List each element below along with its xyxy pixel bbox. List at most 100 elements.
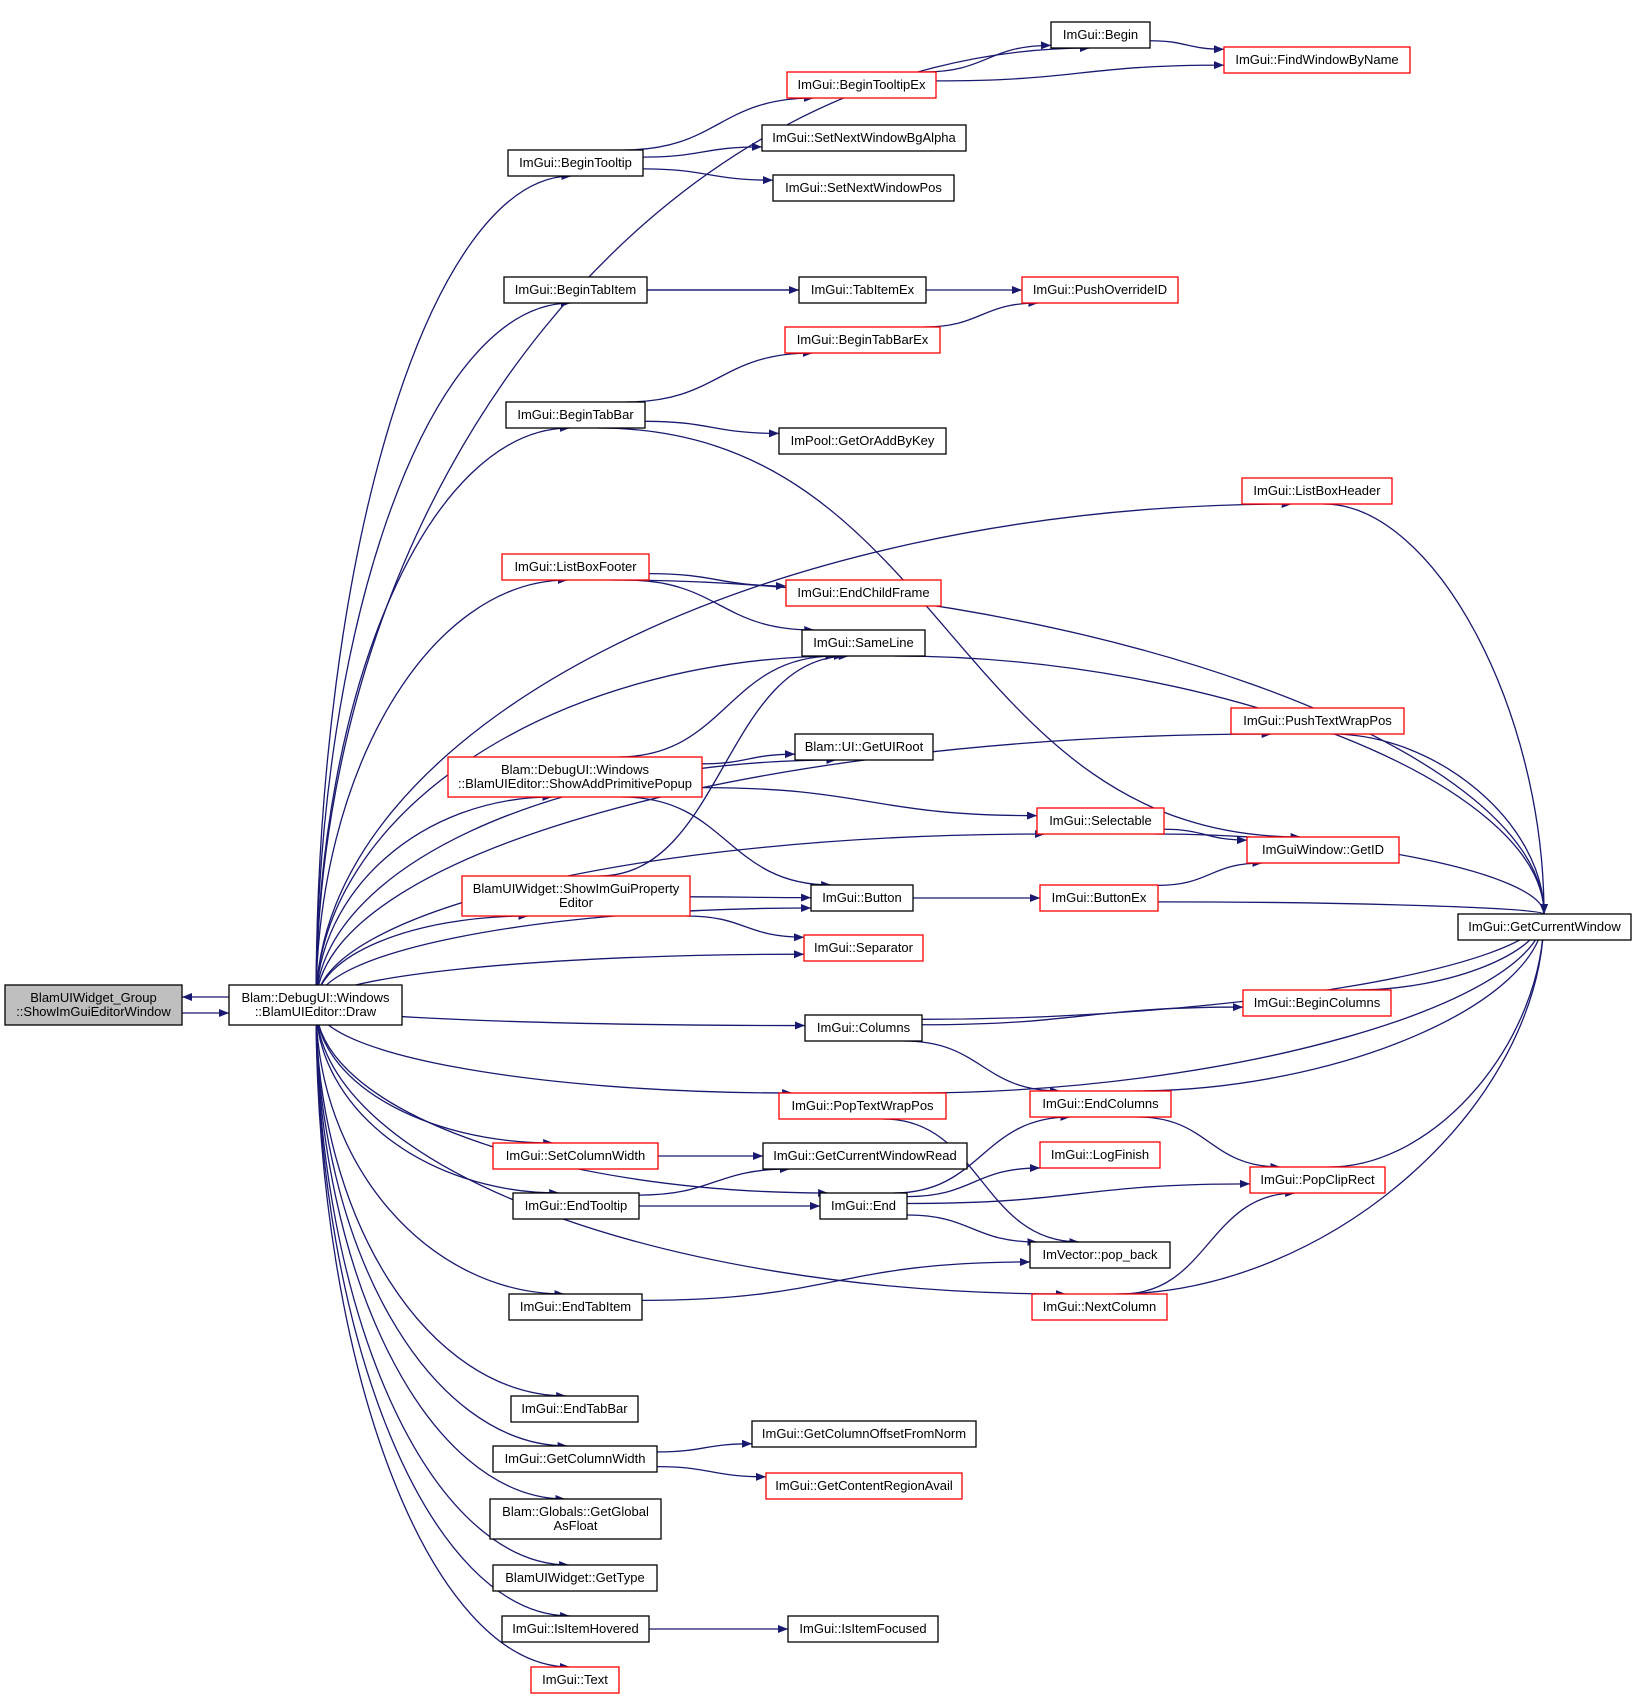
node-box (772, 174, 955, 202)
node-endchildframe[interactable]: ImGui::EndChildFrame (785, 579, 942, 607)
node-endtabitem[interactable]: ImGui::EndTabItem (508, 1293, 643, 1321)
node-columns[interactable]: ImGui::Columns (804, 1014, 923, 1042)
node-getid[interactable]: ImGuiWindow::GetID (1246, 836, 1400, 864)
node-popcliprect[interactable]: ImGui::PopClipRect (1249, 1166, 1386, 1194)
node-pushtextwrap[interactable]: ImGui::PushTextWrapPos (1230, 707, 1405, 735)
node-label: ImGui::ListBoxFooter (514, 559, 637, 574)
node-tabitemex[interactable]: ImGui::TabItemEx (798, 276, 927, 304)
node-endcolumns[interactable]: ImGui::EndColumns (1029, 1090, 1172, 1118)
node-label: BlamUIWidget::ShowImGuiProperty (473, 881, 680, 896)
node-endtooltip[interactable]: ImGui::EndTooltip (512, 1192, 640, 1220)
node-box (1230, 707, 1405, 735)
edge-draw-to-endtabbar (315, 1004, 567, 1400)
node-box (501, 1615, 650, 1643)
node-setcolwidth[interactable]: ImGui::SetColumnWidth (492, 1142, 659, 1170)
node-showaddprim[interactable]: Blam::DebugUI::Windows::BlamUIEditor::Sh… (447, 756, 703, 798)
node-poptextwrap[interactable]: ImGui::PopTextWrapPos (778, 1092, 947, 1120)
node-buttonex[interactable]: ImGui::ButtonEx (1039, 884, 1159, 912)
node-box (503, 276, 648, 304)
node-logfinish[interactable]: ImGui::LogFinish (1039, 1141, 1161, 1169)
edge-end-to-popcliprect (906, 1179, 1251, 1205)
node-getuiroot[interactable]: Blam::UI::GetUIRoot (794, 733, 934, 761)
node-begintooltipex[interactable]: ImGui::BeginTooltipEx (786, 71, 937, 99)
node-box (787, 1615, 939, 1643)
node-label: ImGui::BeginTooltip (519, 155, 632, 170)
node-label: ImGui::BeginTabBar (517, 407, 634, 422)
node-setbgalpha[interactable]: ImGui::SetNextWindowBgAlpha (761, 124, 967, 152)
node-box (1050, 21, 1151, 49)
node-isitemfocused[interactable]: ImGui::IsItemFocused (787, 1615, 939, 1643)
node-label: ImPool::GetOrAddByKey (791, 433, 935, 448)
node-sameline[interactable]: ImGui::SameLine (801, 629, 926, 657)
node-box (492, 1564, 658, 1592)
node-label: ::BlamUIEditor::ShowAddPrimitivePopup (458, 776, 692, 791)
node-box (1457, 913, 1632, 941)
node-gettype[interactable]: BlamUIWidget::GetType (492, 1564, 658, 1592)
node-label: ImGui::Selectable (1049, 813, 1152, 828)
node-box (785, 579, 942, 607)
edge-showaddprim-to-sameline (618, 652, 836, 758)
node-box (507, 149, 644, 177)
node-getcurwinread[interactable]: ImGui::GetCurrentWindowRead (762, 1142, 968, 1170)
node-box (492, 1142, 659, 1170)
node-getcolwidth[interactable]: ImGui::GetColumnWidth (492, 1445, 658, 1473)
node-box (778, 1092, 947, 1120)
node-box (447, 756, 703, 798)
node-label: ImVector::pop_back (1043, 1247, 1158, 1262)
edge-listboxfooter-to-sameline (624, 579, 815, 634)
node-label: ImGui::PushTextWrapPos (1243, 713, 1392, 728)
node-box (810, 884, 914, 912)
node-box (761, 124, 967, 152)
node-begintooltip[interactable]: ImGui::BeginTooltip (507, 149, 644, 177)
edge-draw-to-begintabbar (315, 424, 570, 1006)
node-label: ImGui::Separator (814, 940, 914, 955)
node-separator[interactable]: ImGui::Separator (803, 934, 924, 962)
node-box (762, 1142, 968, 1170)
node-getcoloffset[interactable]: ImGui::GetColumnOffsetFromNorm (751, 1420, 977, 1448)
node-selectable[interactable]: ImGui::Selectable (1036, 807, 1165, 835)
node-begintabbarex[interactable]: ImGui::BeginTabBarEx (784, 326, 941, 354)
node-label: ImGui::End (831, 1198, 896, 1213)
node-setnextpos[interactable]: ImGui::SetNextWindowPos (772, 174, 955, 202)
edge-draw-to-pushtextwrap (315, 730, 1272, 1006)
node-getcurwin[interactable]: ImGui::GetCurrentWindow (1457, 913, 1632, 941)
node-begintabbar[interactable]: ImGui::BeginTabBar (505, 401, 646, 429)
node-label: ImGui::IsItemHovered (512, 1621, 638, 1636)
node-box (461, 875, 691, 917)
node-popback[interactable]: ImVector::pop_back (1029, 1241, 1171, 1269)
node-box (1036, 807, 1165, 835)
node-nextcolumn[interactable]: ImGui::NextColumn (1031, 1293, 1168, 1321)
node-label: ImGui::PushOverrideID (1033, 282, 1167, 297)
node-begincolumns[interactable]: ImGui::BeginColumns (1242, 989, 1392, 1017)
node-begintabitem[interactable]: ImGui::BeginTabItem (503, 276, 648, 304)
node-isitemhovered[interactable]: ImGui::IsItemHovered (501, 1615, 650, 1643)
node-box (1242, 989, 1392, 1017)
node-button[interactable]: ImGui::Button (810, 884, 914, 912)
node-root: BlamUIWidget_Group::ShowImGuiEditorWindo… (4, 984, 183, 1026)
node-box (510, 1395, 639, 1423)
node-getoradd[interactable]: ImPool::GetOrAddByKey (778, 427, 947, 455)
node-begin[interactable]: ImGui::Begin (1050, 21, 1151, 49)
edge-columns-to-begincolumns (921, 1003, 1244, 1026)
edge-popcliprect-to-getcurwin (1329, 913, 1548, 1168)
node-listboxfooter[interactable]: ImGui::ListBoxFooter (501, 553, 650, 581)
node-getcontentavail[interactable]: ImGui::GetContentRegionAvail (765, 1472, 963, 1500)
node-box (512, 1192, 640, 1220)
node-draw[interactable]: Blam::DebugUI::Windows::BlamUIEditor::Dr… (228, 984, 403, 1026)
node-pushoverride[interactable]: ImGui::PushOverrideID (1021, 276, 1179, 304)
node-box (508, 1293, 643, 1321)
node-listboxheader[interactable]: ImGui::ListBoxHeader (1241, 477, 1393, 505)
edge-draw-to-listboxheader (315, 500, 1292, 1006)
node-endtabbar[interactable]: ImGui::EndTabBar (510, 1395, 639, 1423)
node-label: Editor (559, 895, 594, 910)
node-end[interactable]: ImGui::End (819, 1192, 908, 1220)
node-box (804, 1014, 923, 1042)
edge-begintabbar-to-begintabbarex (625, 349, 813, 403)
node-label: ImGui::GetCurrentWindow (1468, 919, 1621, 934)
node-text[interactable]: ImGui::Text (530, 1666, 620, 1694)
node-findwin[interactable]: ImGui::FindWindowByName (1223, 46, 1411, 74)
node-label: ImGui::GetCurrentWindowRead (773, 1148, 957, 1163)
edge-draw-to-begintabitem (315, 299, 571, 1006)
